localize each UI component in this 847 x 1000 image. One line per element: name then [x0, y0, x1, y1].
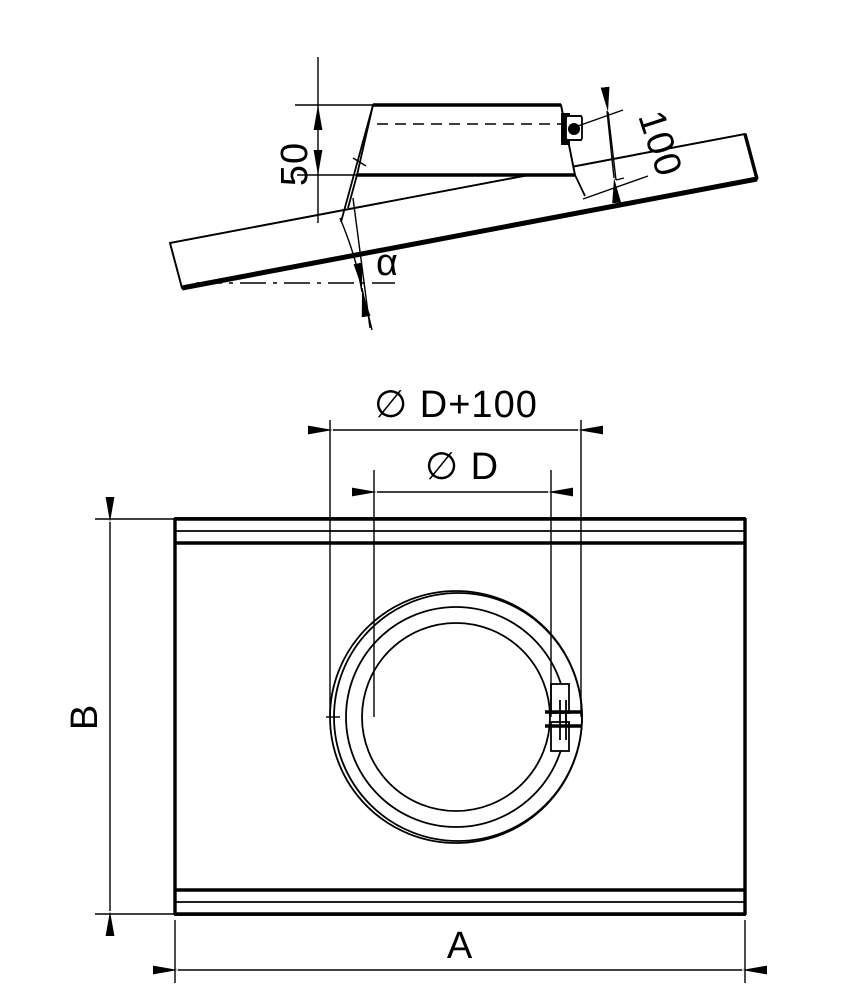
spigot-trapezoid [340, 103, 586, 223]
dim-d-plus-100-group: ∅ D+100 [308, 384, 603, 435]
dim-b-label: B [64, 704, 106, 730]
spigot-clamp-detail [561, 113, 583, 145]
dim-alpha-label: α [376, 242, 399, 284]
dim-a-group: A [153, 920, 767, 983]
spigot-clamp-front [545, 683, 582, 752]
dim-d-label: ∅ D [425, 446, 499, 488]
inclined-duct-plate [168, 132, 759, 291]
front-view-group: ∅ D+100 ∅ D B A [64, 384, 767, 983]
dim-d-plus-100-label: ∅ D+100 [374, 384, 538, 426]
dim-50-group: 50 [274, 57, 373, 223]
dim-a-label: A [447, 925, 473, 967]
dim-b-group: B [64, 497, 175, 936]
dim-50-label: 50 [274, 142, 316, 186]
dim-d-group: ∅ D [352, 446, 573, 497]
projection-lines [329, 420, 582, 717]
side-view-group: 50 100 α [168, 57, 759, 331]
duct-body-rect [173, 517, 747, 916]
dim-alpha-group: α [196, 197, 399, 331]
